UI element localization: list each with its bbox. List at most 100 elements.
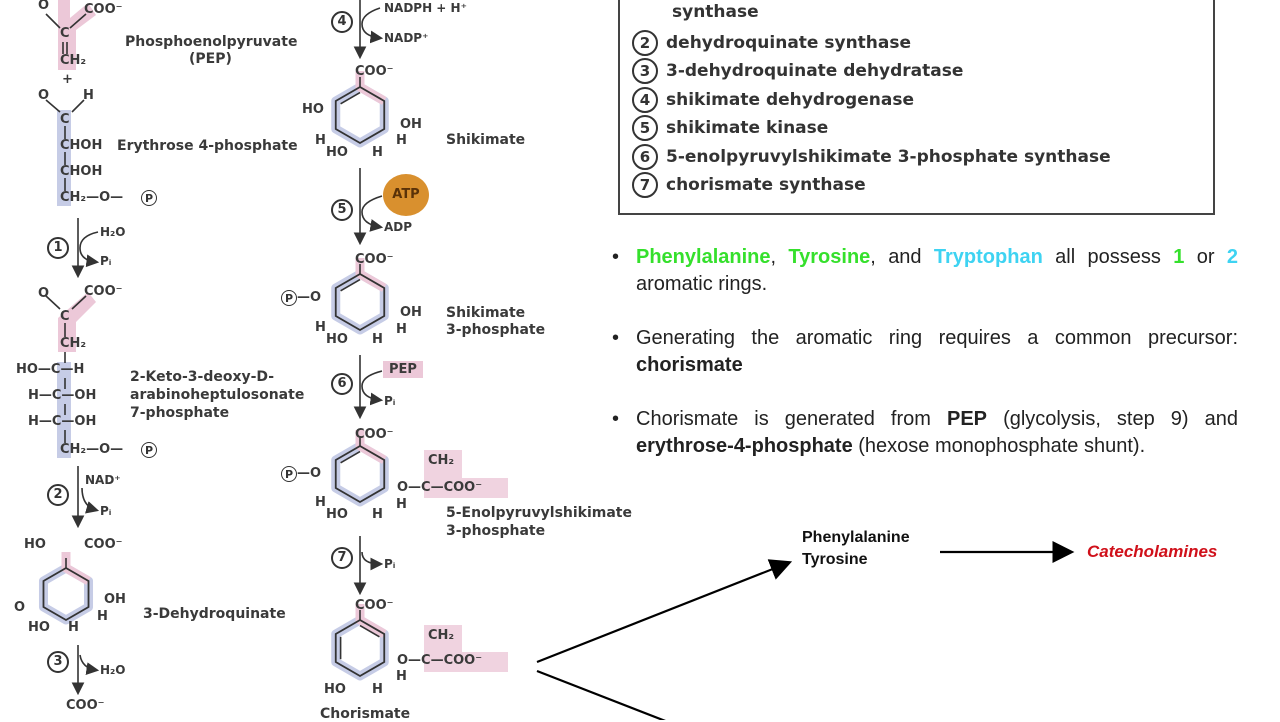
dahp-name-3: 7-phosphate: [130, 405, 230, 421]
epsp-ho: HO: [326, 507, 348, 522]
shikimate-oh: OH: [400, 117, 422, 132]
pep-c: C: [60, 26, 70, 41]
step-6-marker: 6: [331, 373, 353, 395]
shikimate-ho: HO: [302, 102, 324, 117]
e4p-o: O: [38, 88, 50, 103]
s3p-name-2: 3-phosphate: [446, 322, 546, 338]
epsp-name-1: 5-Enolpyruvylshikimate: [446, 505, 632, 521]
phenylalanine-label: Phenylalanine: [802, 529, 910, 546]
dhq-coo: COO⁻: [84, 537, 123, 552]
shikimate-coo: COO⁻: [355, 64, 394, 79]
chorismate-coo: COO⁻: [355, 598, 394, 613]
s3p-h-2: H: [315, 320, 326, 335]
tyrosine-label: Tyrosine: [802, 551, 868, 568]
pep-name: Phosphoenolpyruvate: [125, 34, 298, 50]
epsp-o: —O: [297, 466, 322, 481]
pep-reagent: PEP: [383, 361, 423, 378]
pep-abbr: (PEP): [189, 51, 232, 67]
dahp-ch2o: CH₂—O—: [60, 442, 124, 457]
dhq-ho: HO: [24, 537, 46, 552]
epsp-ring: [334, 444, 386, 504]
bullet-chorismate-precursor: •Generating the aromatic ring requires a…: [612, 327, 1238, 376]
step-4-out: NADP⁺: [384, 31, 429, 45]
pep-ch2: CH₂: [60, 53, 87, 68]
epsp-h-3: H: [372, 507, 383, 522]
step-5-marker: 5: [331, 199, 353, 221]
dahp-coo: COO⁻: [84, 284, 123, 299]
step-7-out: Pᵢ: [384, 557, 396, 571]
dhq-keto-o: O: [14, 600, 26, 615]
dahp-blue-highlight: [57, 362, 71, 458]
dahp-name-1: 2-Keto-3-deoxy-D-: [130, 369, 275, 385]
bullet-aromatic-rings: •Phenylalanine, Tyrosine, and Tryptophan…: [612, 246, 1238, 295]
bullet-list: •Phenylalanine, Tyrosine, and Tryptophan…: [612, 244, 1238, 487]
step-4-marker: 4: [331, 11, 353, 33]
s3p-oh: OH: [400, 305, 422, 320]
dahp-pink-highlight: [58, 292, 96, 352]
dhq-ring: [42, 566, 90, 622]
dahp-c: C: [60, 309, 70, 324]
dahp-o: O: [38, 286, 50, 301]
plus-sign: +: [62, 72, 73, 87]
s3p-double-bond: [340, 278, 361, 292]
chorismate-name: Chorismate: [320, 706, 411, 722]
dahp-ch2: CH₂: [60, 336, 87, 351]
shikimate-double-bond: [340, 91, 361, 105]
dhq-name: 3-Dehydroquinate: [143, 606, 286, 622]
step-6-out: Pᵢ: [384, 394, 396, 408]
dahp-h-c-oh-2: H—C—OH: [28, 414, 97, 429]
chorismate-h: H: [396, 669, 407, 684]
s3p-ho: HO: [326, 332, 348, 347]
bullet-chorismate-origin: •Chorismate is generated from PEP (glyco…: [612, 408, 1238, 457]
phosphate-icon: P: [281, 466, 297, 482]
arrow-to-trp: [536, 669, 666, 720]
phosphate-icon: P: [141, 442, 157, 458]
phosphate-icon: P: [281, 290, 297, 306]
epsp-ch2: CH₂: [428, 453, 455, 468]
dhs-coo: COO⁻: [66, 698, 105, 713]
chorismate-enol: O—C—COO⁻: [397, 653, 483, 668]
epsp-name-2: 3-phosphate: [446, 523, 546, 539]
dahp-h-c-oh-1: H—C—OH: [28, 388, 97, 403]
s3p-coo: COO⁻: [355, 252, 394, 267]
epsp-enolpyruvyl-highlight: [424, 450, 508, 498]
catecholamines-label: Catecholamines: [1087, 542, 1218, 561]
shikimate-h: H: [315, 133, 326, 148]
dhq-oh: OH: [104, 592, 126, 607]
step-2-in: NAD⁺: [85, 473, 121, 487]
arrow-to-phe-tyr: [536, 559, 793, 664]
step-4-in: NADPH + H⁺: [384, 1, 467, 15]
s3p-h-3: H: [372, 332, 383, 347]
shikimate-ho-2: HO: [326, 145, 348, 160]
phosphate-icon: P: [141, 190, 157, 206]
step-1-out: Pᵢ: [100, 254, 112, 268]
chorismate-h-2: H: [372, 682, 383, 697]
dahp-ho-c-h: HO—C—H: [16, 362, 85, 377]
s3p-name-1: Shikimate: [446, 305, 526, 321]
step-3-out: H₂O: [100, 663, 126, 677]
legend-item-1-continued: synthase: [672, 2, 759, 22]
pep-coo: COO⁻: [84, 2, 123, 17]
shikimate-h-2: H: [372, 145, 383, 160]
step-5-out: ADP: [384, 220, 413, 234]
e4p-choh-1: CHOH: [60, 138, 103, 153]
e4p-choh-2: CHOH: [60, 164, 103, 179]
s3p-ring: [334, 272, 386, 332]
e4p-c: C: [60, 112, 70, 127]
step-2-marker: 2: [47, 484, 69, 506]
chorismate-ho: HO: [324, 682, 346, 697]
shikimate-name: Shikimate: [446, 132, 526, 148]
epsp-h-2: H: [315, 495, 326, 510]
pep-o: O: [38, 0, 50, 13]
shikimate-h-3: H: [396, 133, 407, 148]
e4p-highlight: [57, 110, 71, 206]
epsp-coo: COO⁻: [355, 427, 394, 442]
dhq-h-2: H: [68, 620, 79, 635]
chorismate-ch2: CH₂: [428, 628, 455, 643]
